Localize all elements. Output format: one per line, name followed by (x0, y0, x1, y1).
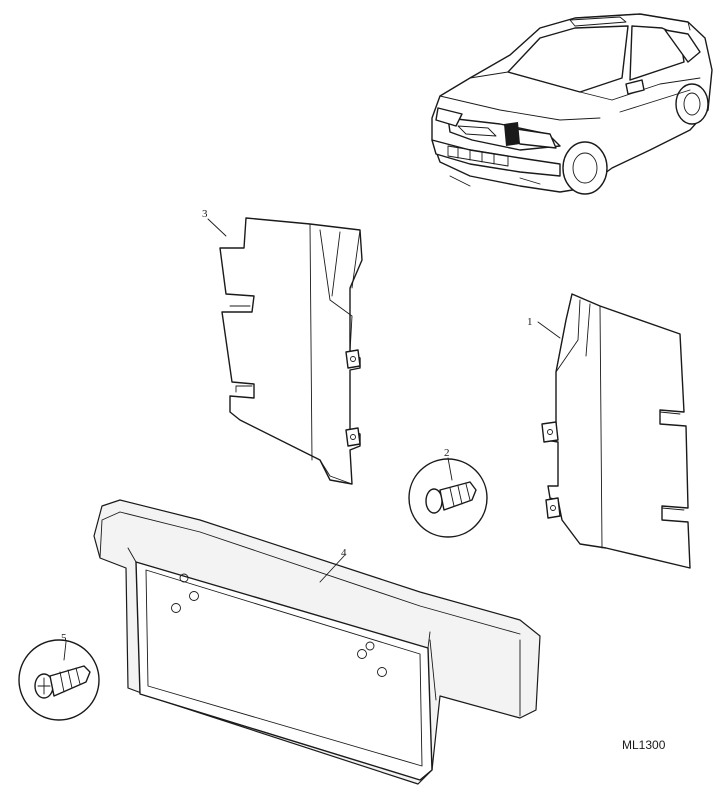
callout-label-4: 4 (341, 547, 347, 559)
vehicle-location-illustration (431, 13, 713, 195)
reference-code: ML1300 (622, 738, 666, 752)
part-4-number-plate-plinth (93, 499, 541, 785)
callout-label-3: 3 (202, 208, 208, 220)
callout-label-2: 2 (444, 447, 450, 459)
part-1-bracket-right (541, 293, 691, 569)
part-3-bracket-left (219, 217, 363, 485)
leader-lines (63, 218, 561, 661)
part-5-screw (18, 639, 100, 721)
callout-label-1: 1 (527, 316, 533, 328)
part-2-plug-fastener (408, 458, 488, 538)
callout-label-5: 5 (61, 632, 67, 644)
